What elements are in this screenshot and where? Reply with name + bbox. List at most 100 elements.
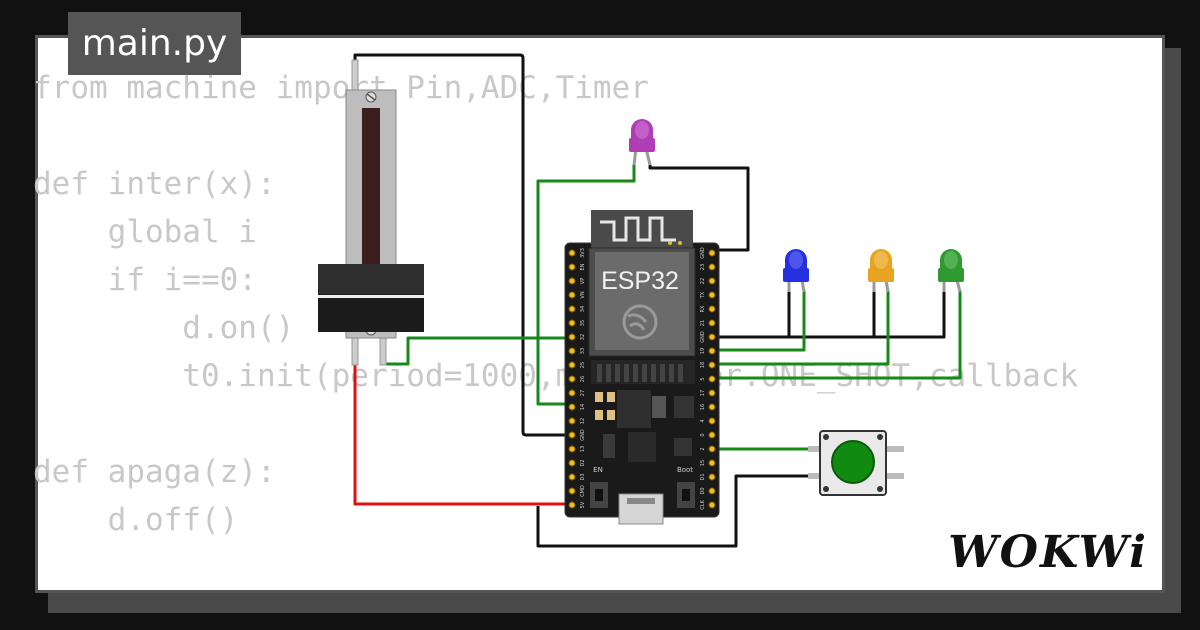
left-pin-label: 12	[580, 418, 586, 424]
right-pin-label: 2	[700, 447, 706, 450]
right-pin-label: 22	[700, 278, 706, 284]
right-pin[interactable]	[708, 291, 716, 299]
en-button[interactable]	[590, 482, 608, 508]
wire-led-gnd-bus[interactable]	[713, 290, 946, 339]
right-pin[interactable]	[708, 305, 716, 313]
file-tab[interactable]: main.py	[68, 12, 241, 75]
code-line: from machine import Pin,ADC,Timer	[33, 70, 649, 106]
code-line: d.off()	[33, 502, 239, 538]
right-pin[interactable]	[708, 487, 716, 495]
esp32-board[interactable]: ESP32 3V3ENVPVN343532332526271412GND13D2…	[564, 210, 720, 525]
right-pin[interactable]	[708, 277, 716, 285]
left-pin[interactable]	[568, 431, 576, 439]
pushbutton[interactable]	[808, 430, 904, 496]
left-pin-label: 5V	[580, 501, 586, 508]
right-pin[interactable]	[708, 347, 716, 355]
left-pin[interactable]	[568, 417, 576, 425]
wire-pot-signal[interactable]	[382, 336, 572, 366]
right-pin[interactable]	[708, 501, 716, 509]
wire-purple-led-gnd[interactable]	[648, 165, 750, 252]
left-pin-label: 34	[580, 306, 586, 312]
left-pin[interactable]	[568, 459, 576, 467]
left-pin[interactable]	[568, 347, 576, 355]
left-pin[interactable]	[568, 277, 576, 285]
right-pin[interactable]	[708, 375, 716, 383]
right-pin[interactable]	[708, 459, 716, 467]
right-pin-label: 5	[700, 377, 706, 380]
left-pin[interactable]	[568, 445, 576, 453]
wire-green-led-signal[interactable]	[713, 290, 962, 380]
left-pin-label: 14	[580, 404, 586, 410]
right-pin-label: 0	[700, 433, 706, 436]
right-pin-label: 19	[700, 348, 706, 354]
right-pin[interactable]	[708, 333, 716, 341]
left-pin[interactable]	[568, 249, 576, 257]
left-pin[interactable]	[568, 487, 576, 495]
right-pin[interactable]	[708, 445, 716, 453]
slide-potentiometer[interactable]	[318, 59, 424, 366]
left-pin-label: 35	[580, 320, 586, 326]
wire-button-gnd[interactable]	[536, 474, 820, 548]
led-purple[interactable]	[629, 119, 655, 166]
left-pin-header: 3V3ENVPVN343532332526271412GND13D2D3CMD5…	[568, 248, 586, 509]
led-yellow[interactable]	[868, 249, 894, 293]
left-pin[interactable]	[568, 501, 576, 509]
espressif-logo-icon	[622, 304, 658, 340]
left-pin-label: EN	[580, 263, 586, 270]
left-pin[interactable]	[568, 263, 576, 271]
left-pin-label: 32	[580, 334, 586, 340]
right-pin-label: GND	[700, 331, 706, 343]
left-pin[interactable]	[568, 403, 576, 411]
right-pin[interactable]	[708, 263, 716, 271]
left-pin-label: 26	[580, 376, 586, 382]
right-pin-label: RX	[700, 305, 706, 312]
left-pin-label: 25	[580, 362, 586, 368]
left-pin-label: VN	[580, 291, 586, 298]
wire-blue-led-signal[interactable]	[713, 290, 806, 352]
code-line: def apaga(z):	[33, 454, 276, 490]
right-pin-label: 23	[700, 264, 706, 270]
left-pin[interactable]	[568, 375, 576, 383]
slider-knob[interactable]	[318, 264, 424, 332]
right-pin[interactable]	[708, 431, 716, 439]
right-pin[interactable]	[708, 249, 716, 257]
right-pin[interactable]	[708, 361, 716, 369]
left-pin[interactable]	[568, 291, 576, 299]
code-line: def inter(x):	[33, 166, 276, 202]
wire-pot-power[interactable]	[353, 365, 572, 506]
wires	[353, 53, 962, 548]
right-pin[interactable]	[708, 403, 716, 411]
left-pin[interactable]	[568, 319, 576, 327]
code-line: global i	[33, 214, 257, 250]
left-pin[interactable]	[568, 473, 576, 481]
left-pin[interactable]	[568, 389, 576, 397]
left-pin[interactable]	[568, 305, 576, 313]
right-pin-label: 4	[700, 419, 706, 422]
boot-button[interactable]	[677, 482, 695, 508]
right-pin-label: 21	[700, 320, 706, 326]
wire-yellow-led-signal[interactable]	[713, 290, 890, 366]
left-pin-label: 13	[580, 446, 586, 452]
wire-purple-led-signal[interactable]	[536, 165, 636, 406]
left-pin[interactable]	[568, 361, 576, 369]
esp32-label: ESP32	[601, 267, 679, 295]
led-blue[interactable]	[783, 249, 809, 293]
right-pin-label: CLK	[700, 500, 706, 510]
left-pin-label: 3V3	[580, 248, 586, 258]
wokwi-logo: WOKWi	[948, 527, 1148, 578]
right-pin[interactable]	[708, 389, 716, 397]
right-pin-label: TX	[700, 291, 706, 299]
right-pin[interactable]	[708, 417, 716, 425]
left-pin[interactable]	[568, 333, 576, 341]
led-green[interactable]	[938, 249, 964, 293]
right-pin-label: 17	[700, 390, 706, 396]
right-pin-label: 16	[700, 404, 706, 410]
right-pin[interactable]	[708, 473, 716, 481]
wire-pot-gnd[interactable]	[353, 53, 572, 437]
right-pin[interactable]	[708, 319, 716, 327]
left-pin-label: 27	[580, 390, 586, 396]
en-label: EN	[593, 466, 603, 474]
right-pin-label: GND	[700, 247, 706, 259]
